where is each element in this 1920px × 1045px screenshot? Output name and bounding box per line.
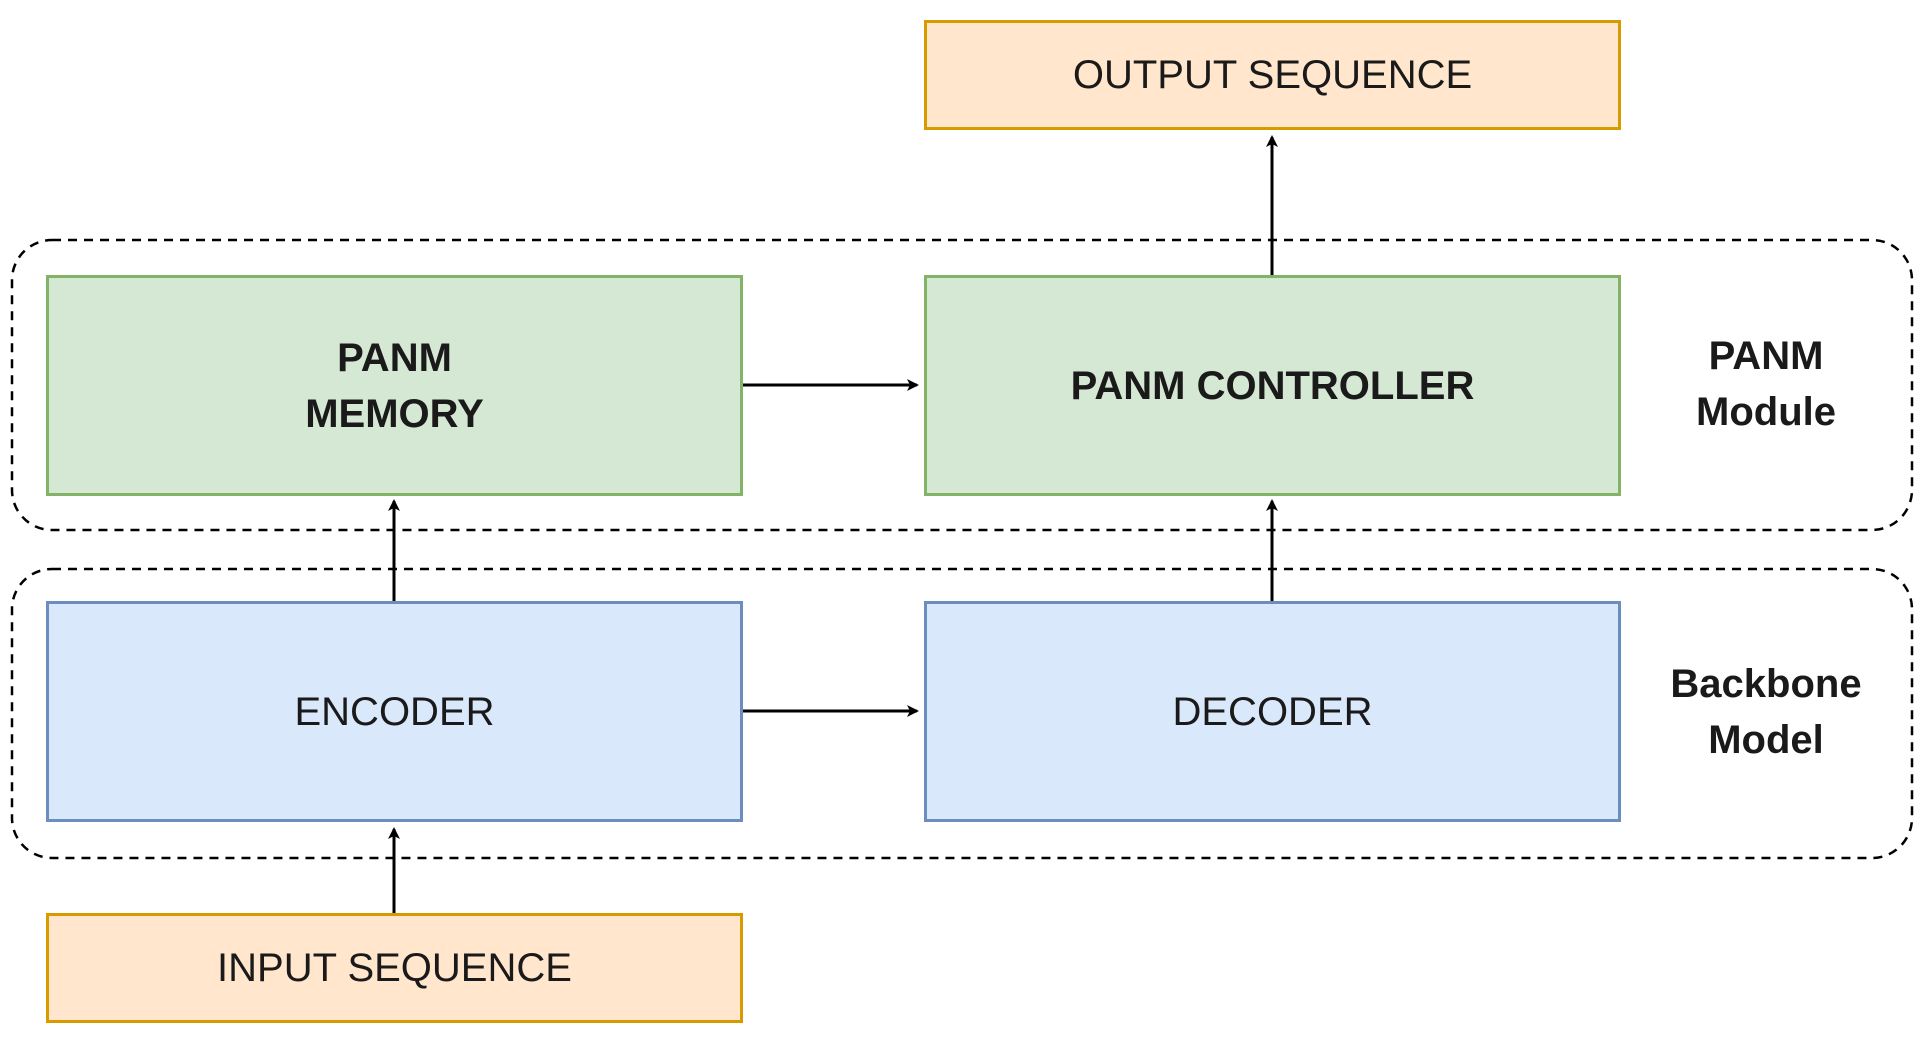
backbone-model-label-line2: Model [1708,718,1824,762]
panm-memory-label-line2: MEMORY [305,391,484,436]
panm-module-label-line2: Module [1696,390,1836,434]
backbone-model-group [10,567,1914,860]
encoder-box: ENCODER [46,601,743,822]
panm-controller-label: PANM CONTROLLER [1070,363,1475,408]
panm-memory-label-line1: PANM [337,335,452,380]
input-sequence-label: INPUT SEQUENCE [217,946,572,990]
panm-module-label: PANM Module [1636,328,1896,440]
encoder-label: ENCODER [294,689,495,734]
backbone-model-label: Backbone Model [1636,656,1896,768]
output-sequence-box: OUTPUT SEQUENCE [924,20,1621,130]
panm-memory-box: PANM MEMORY [46,275,743,496]
panm-controller-box: PANM CONTROLLER [924,275,1621,496]
input-sequence-box: INPUT SEQUENCE [46,913,743,1023]
backbone-model-label-line1: Backbone [1670,662,1862,706]
panm-module-group [10,238,1914,532]
decoder-label: DECODER [1172,689,1373,734]
decoder-box: DECODER [924,601,1621,822]
output-sequence-label: OUTPUT SEQUENCE [1072,53,1473,97]
panm-module-label-line1: PANM [1708,334,1824,378]
